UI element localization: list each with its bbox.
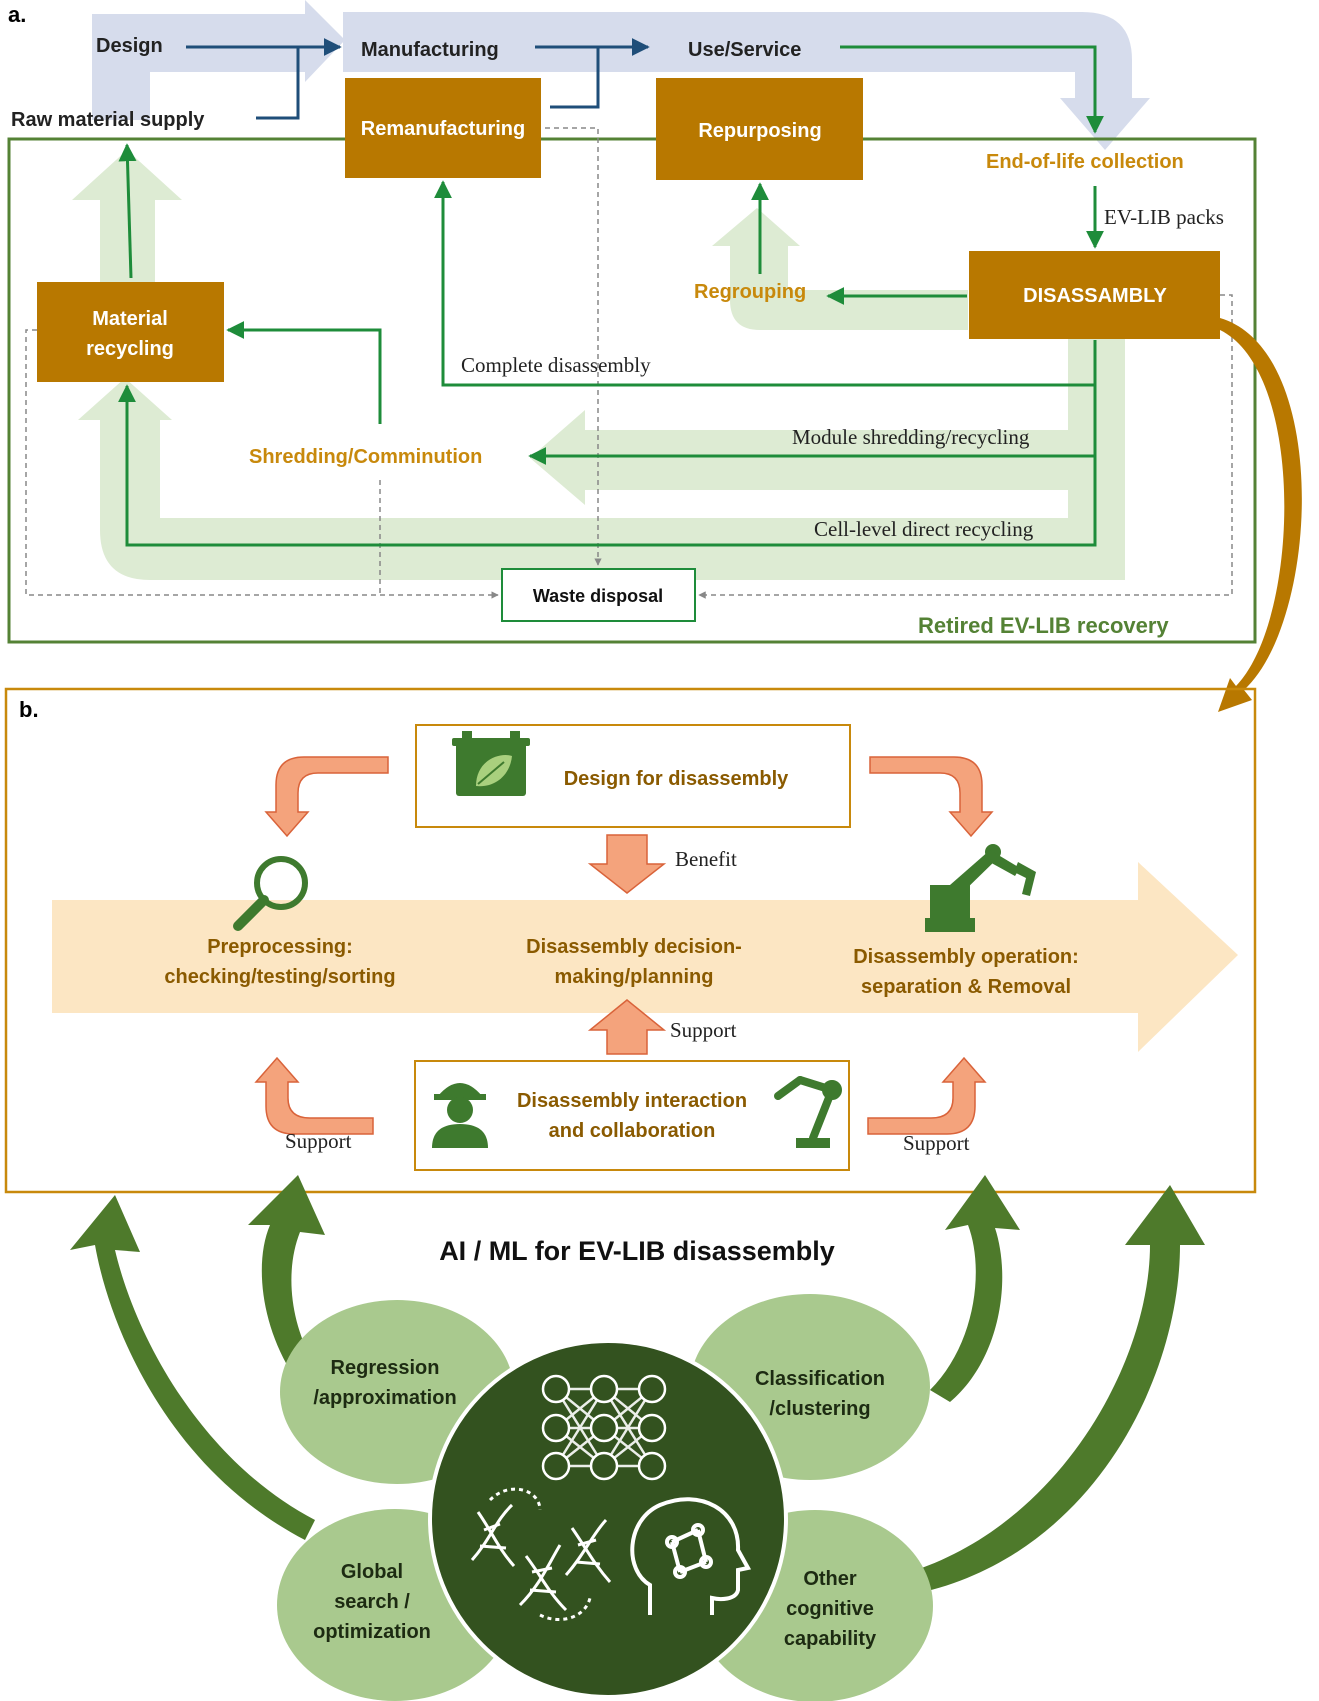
shredding-label: Shredding/Comminution: [249, 446, 482, 468]
support-right-label: Support: [903, 1131, 970, 1155]
global-label-3: optimization: [313, 1621, 431, 1643]
regrouping-label: Regrouping: [694, 281, 806, 303]
end-of-life-label: End-of-life collection: [986, 151, 1184, 173]
support-center-label: Support: [670, 1018, 737, 1042]
retired-recovery-label: Retired EV-LIB recovery: [918, 613, 1169, 638]
repurposing-label: Repurposing: [698, 120, 821, 142]
material-recycling-label-1: Material: [92, 308, 168, 330]
recovery-panel-border: [7, 137, 1257, 644]
panel-a: a. Design Raw material supply Manufactur…: [7, 0, 1302, 712]
material-recycling-box: Material recycling: [37, 282, 224, 382]
remanufacturing-label: Remanufacturing: [361, 118, 525, 140]
complete-disassembly-label: Complete disassembly: [461, 353, 651, 377]
other-label-1: Other: [803, 1568, 857, 1590]
material-recycling-label-2: recycling: [86, 338, 174, 360]
design-for-disassembly-box: Design for disassembly: [415, 724, 851, 828]
interaction-label-2: and collaboration: [549, 1120, 716, 1142]
brain-head-icon: [630, 1497, 752, 1615]
operation-label-2: separation & Removal: [861, 976, 1071, 998]
regression-label-1: Regression: [331, 1357, 440, 1379]
manufacturing-label: Manufacturing: [361, 39, 499, 61]
preprocessing-label-2: checking/testing/sorting: [164, 966, 395, 988]
decision-label-2: making/planning: [555, 966, 714, 988]
ev-lib-packs-label: EV-LIB packs: [1104, 205, 1224, 229]
preprocessing-label-1: Preprocessing:: [207, 936, 353, 958]
raw-material-label: Raw material supply: [11, 109, 205, 131]
battery-leaf-icon: [452, 731, 530, 796]
global-label-2: search /: [334, 1591, 410, 1613]
ai-support-arrows: [70, 1175, 1205, 1595]
use-service-label: Use/Service: [688, 39, 801, 61]
other-label-3: capability: [784, 1628, 877, 1650]
disassembly-box: DISASSAMBLY: [969, 251, 1220, 339]
other-label-2: cognitive: [786, 1598, 874, 1620]
robot-arm-icon: [774, 1076, 842, 1148]
panel-b-label: b.: [19, 697, 39, 722]
magnifier-icon: [233, 856, 308, 931]
ai-center-circle: [428, 1339, 788, 1699]
interaction-box: Disassembly interaction and collaboratio…: [414, 1060, 850, 1171]
panel-c: AI / ML for EV-LIB disassembly Regressio…: [70, 1175, 1205, 1701]
supply-arrows: [186, 38, 650, 120]
robot-arm-icon: [925, 844, 1036, 932]
operation-label-1: Disassembly operation:: [853, 946, 1079, 968]
use-to-eol-arrow: [840, 45, 1104, 134]
disassembly-to-b-arrow: [1218, 318, 1302, 712]
worker-icon: [432, 1083, 488, 1148]
global-label-1: Global: [341, 1561, 403, 1583]
ai-ml-title: AI / ML for EV-LIB disassembly: [439, 1236, 835, 1266]
classification-label-2: /clustering: [769, 1398, 870, 1420]
waste-disposal-box: Waste disposal: [501, 568, 696, 622]
support-left-label: Support: [285, 1129, 352, 1153]
orange-flow-arrows: [254, 756, 994, 1135]
panel-a-label: a.: [8, 2, 26, 27]
interaction-label-1: Disassembly interaction: [517, 1090, 747, 1112]
panel-b: b. Design for disassembly: [4, 687, 1257, 1194]
classification-label-1: Classification: [755, 1368, 885, 1390]
neural-network-icon: [541, 1374, 667, 1481]
waste-dashed-lines: [25, 127, 1233, 599]
design-label: Design: [96, 35, 163, 57]
top-flow-band: [92, 0, 1150, 150]
cell-level-label: Cell-level direct recycling: [814, 517, 1034, 541]
disassembly-label: DISASSAMBLY: [1023, 285, 1167, 307]
recovery-arrows: [118, 143, 1104, 547]
panel-b-border: [4, 687, 1257, 1194]
module-shredding-label: Module shredding/recycling: [792, 425, 1030, 449]
decision-label-1: Disassembly decision-: [526, 936, 742, 958]
remanufacturing-box: Remanufacturing: [345, 78, 541, 178]
repurposing-box: Repurposing: [656, 78, 863, 180]
design-for-disassembly-label: Design for disassembly: [564, 768, 789, 790]
waste-disposal-label: Waste disposal: [533, 586, 663, 606]
dna-icon: [470, 1487, 612, 1621]
regression-label-2: /approximation: [313, 1387, 456, 1409]
benefit-label: Benefit: [675, 847, 737, 871]
